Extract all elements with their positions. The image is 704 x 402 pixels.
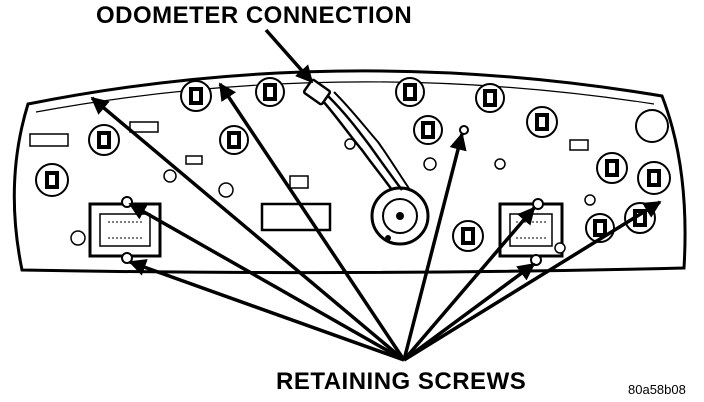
gauge-connector-left <box>88 202 162 258</box>
odometer-motor <box>370 186 430 246</box>
board-components <box>29 121 596 254</box>
figure-id: 80a58b08 <box>628 382 686 397</box>
odometer-wire-harness <box>321 91 411 191</box>
odometer-callout-arrow <box>264 28 314 84</box>
gauge-pivot <box>635 109 669 143</box>
odometer-connector <box>302 78 332 106</box>
retaining-screws-arrows <box>90 82 662 362</box>
circuit-board-inner-edge <box>35 81 655 113</box>
odometer-connection-label: ODOMETER CONNECTION <box>96 2 413 29</box>
center-module <box>260 202 332 232</box>
screw-holes <box>121 125 544 266</box>
retaining-screws-label: RETAINING SCREWS <box>276 368 527 395</box>
bulb-sockets <box>35 77 671 252</box>
